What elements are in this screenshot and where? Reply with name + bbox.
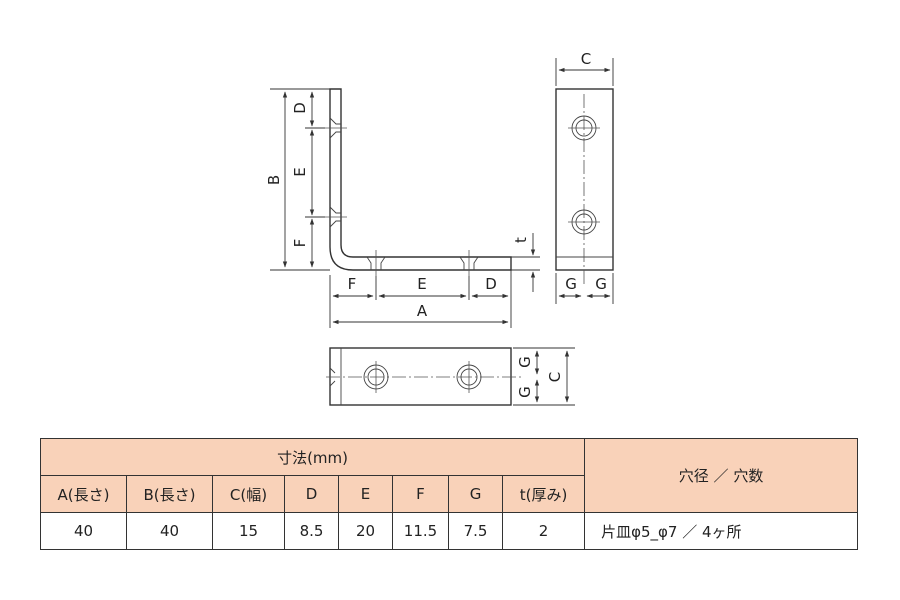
value-D: 8.5 xyxy=(284,512,339,550)
side-view: B D E F F E D A t xyxy=(265,88,540,328)
value-F: 11.5 xyxy=(392,512,449,550)
technical-drawing: B D E F F E D A t xyxy=(265,50,614,406)
dim-label-E-left: E xyxy=(291,167,309,176)
dim-label-t: t xyxy=(512,237,530,243)
dim-label-D-bottom: D xyxy=(485,275,497,293)
countersunk-hole-upper xyxy=(568,115,600,141)
dim-label-F-bottom: F xyxy=(348,275,357,293)
col-header-F: F xyxy=(392,475,449,513)
value-A: 40 xyxy=(40,512,127,550)
vertical-leg-holes xyxy=(325,117,347,228)
col-header-B: B(長さ) xyxy=(126,475,213,513)
holes-header: 穴径 ／ 穴数 xyxy=(584,438,859,513)
dim-label-G-right-2: G xyxy=(595,275,607,293)
dimensions-group-header: 寸法(mm) xyxy=(39,438,586,476)
value-t: 2 xyxy=(501,512,586,550)
dim-label-B: B xyxy=(265,175,283,185)
dim-label-G-bottom-1: G xyxy=(516,356,534,368)
dimension-table: 寸法(mm) 穴径 ／ 穴数 A(長さ) B(長さ) C(幅) D E F G … xyxy=(39,438,859,550)
col-header-A: A(長さ) xyxy=(40,475,127,513)
horizontal-leg-holes xyxy=(366,250,479,276)
dim-label-D-left: D xyxy=(291,102,309,114)
dim-label-G-right-1: G xyxy=(565,275,577,293)
dim-label-F-left: F xyxy=(291,239,309,248)
countersunk-hole-lower xyxy=(568,209,600,235)
col-header-E: E xyxy=(338,475,393,513)
dim-label-C-top: C xyxy=(581,50,591,68)
dim-label-G-bottom-2: G xyxy=(516,386,534,398)
right-view: C G G xyxy=(555,50,614,304)
col-header-C: C(幅) xyxy=(212,475,285,513)
table-row: 40 40 15 8.5 20 11.5 7.5 2 片皿φ5_φ7 ／ 4ヶ所 xyxy=(40,512,859,550)
col-header-G: G xyxy=(448,475,503,513)
col-header-t: t(厚み) xyxy=(501,475,586,513)
value-E: 20 xyxy=(338,512,393,550)
dim-label-E-bottom: E xyxy=(417,275,426,293)
countersunk-hole-left xyxy=(363,361,389,393)
dim-label-C-bottom: C xyxy=(546,372,564,382)
value-B: 40 xyxy=(126,512,213,550)
countersunk-hole-right xyxy=(456,361,482,393)
value-G: 7.5 xyxy=(448,512,503,550)
value-C: 15 xyxy=(212,512,285,550)
col-header-D: D xyxy=(284,475,339,513)
bottom-view: G G C xyxy=(326,347,575,406)
dim-label-A: A xyxy=(417,302,428,320)
l-bracket-profile xyxy=(329,88,512,271)
holes-value: 片皿φ5_φ7 ／ 4ヶ所 xyxy=(584,512,859,550)
